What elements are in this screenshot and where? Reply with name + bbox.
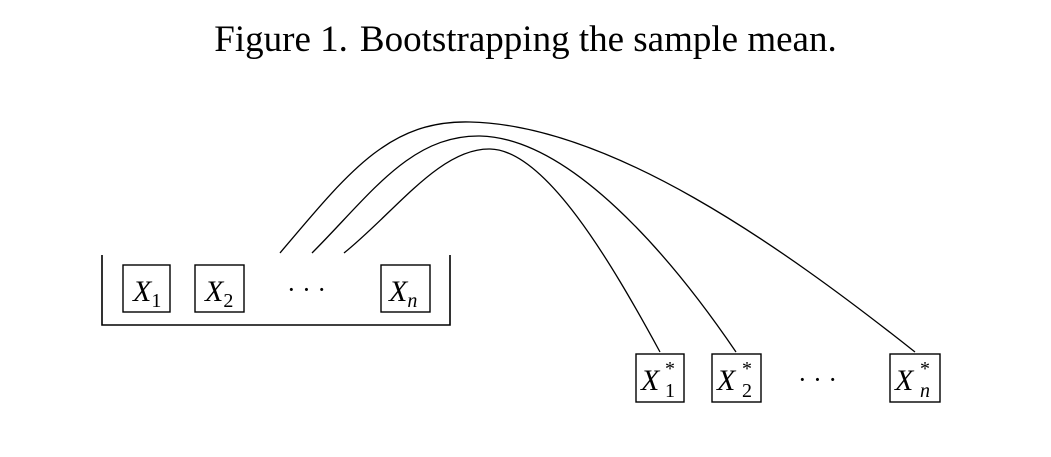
resample-item-label: X bbox=[894, 364, 915, 397]
figure-title: Bootstrapping the sample mean. bbox=[359, 19, 837, 60]
resample-superscript: * bbox=[920, 358, 930, 380]
resample-item-n: X * n bbox=[889, 353, 941, 403]
resample-item-1: X * 1 bbox=[635, 353, 685, 403]
resample-item-2: X * 2 bbox=[711, 353, 762, 403]
figure-caption: Figure 1. Bootstrapping the sample mean. bbox=[0, 16, 1051, 64]
sample-container bbox=[101, 255, 451, 326]
sample-item-n: Xn bbox=[380, 264, 431, 313]
sampling-arc-1 bbox=[279, 121, 916, 353]
sampling-arc-2 bbox=[311, 135, 737, 353]
resample-item-label: X bbox=[716, 364, 737, 397]
resample-subscript: 1 bbox=[665, 380, 675, 402]
sample-item-label: X2 bbox=[204, 275, 233, 312]
resample-item-box bbox=[711, 353, 762, 403]
sampling-arc-3 bbox=[343, 148, 661, 353]
sample-item-label: Xn bbox=[388, 275, 417, 312]
figure-label: Figure 1. bbox=[214, 19, 348, 60]
sample-item-box bbox=[380, 264, 431, 313]
sample-item-label: X1 bbox=[132, 275, 161, 312]
resample-item-box bbox=[635, 353, 685, 403]
resample-item-box bbox=[889, 353, 941, 403]
resample-superscript: * bbox=[665, 358, 675, 380]
resample-ellipsis: · · · bbox=[798, 365, 837, 394]
resample-item-label: X bbox=[640, 364, 661, 397]
sample-ellipsis: · · · bbox=[287, 275, 326, 304]
resample-subscript: 2 bbox=[742, 380, 752, 402]
sample-item-box bbox=[122, 264, 171, 313]
resample-subscript: n bbox=[920, 380, 930, 402]
sample-item-box bbox=[194, 264, 245, 313]
sample-item-2: X2 bbox=[194, 264, 245, 313]
sample-item-1: X1 bbox=[122, 264, 171, 313]
resample-superscript: * bbox=[742, 358, 752, 380]
